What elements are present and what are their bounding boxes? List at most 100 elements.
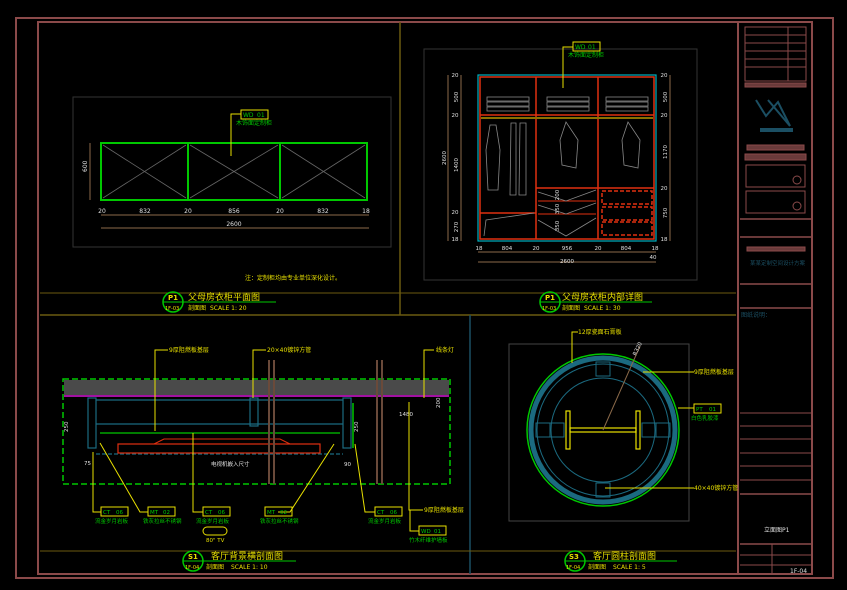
- column-section-view: R320 12厚瓷面石膏板 9厚阻燃板基层 40×40镀锌方管 PT 01 白色…: [508, 328, 738, 522]
- drawing-line: [230, 113, 241, 156]
- drawing-line: [281, 144, 366, 199]
- drawing-label: 剖面图: [188, 304, 206, 312]
- tag-ct06-c: CT 06 流金岁月岩板: [368, 506, 403, 525]
- drawing-line: [153, 438, 291, 445]
- drawing-label: 铁灰拉丝不锈钢: [260, 517, 299, 525]
- drawing-line: [546, 96, 590, 102]
- drawing-line: [508, 343, 690, 522]
- drawing-line: [760, 128, 793, 132]
- drawing-line: [595, 361, 611, 377]
- drawing-line: [278, 443, 335, 513]
- drawing-label: 20: [533, 246, 540, 252]
- drawing-line: [745, 164, 806, 188]
- drawing-line: [744, 153, 807, 161]
- drawing-label: 01: [257, 112, 265, 119]
- drawing-label: S3: [569, 553, 579, 561]
- drawing-label: 804: [502, 246, 513, 252]
- drawing-label: WD: [421, 529, 431, 535]
- drawing-line: [192, 433, 203, 513]
- drawing-label: 06: [116, 510, 123, 516]
- drawing-label: 客厅背景横剖面图: [211, 550, 283, 562]
- drawing-line: [64, 380, 449, 397]
- notes-title: 图纸说明：: [741, 311, 771, 319]
- drawing-label: 1F-03: [542, 306, 556, 312]
- drawing-line: [565, 410, 641, 450]
- drawing-label: 流金岁月岩板: [95, 517, 129, 525]
- drawing-label: 20: [452, 73, 459, 79]
- drawing-line: [526, 353, 680, 507]
- drawing-line: [87, 397, 352, 455]
- drawing-label: CT: [377, 510, 385, 516]
- drawing-label: 20: [452, 113, 459, 119]
- drawing-line: [605, 96, 649, 102]
- drawing-line: [767, 99, 791, 127]
- drawing-line: [479, 76, 655, 240]
- drawing-line: [62, 378, 451, 485]
- drawing-line: [746, 144, 805, 151]
- material-tag: [693, 403, 722, 414]
- tag-ct06-a: CT 06 流金岁月岩板: [95, 506, 129, 525]
- drawing-line: [746, 246, 806, 252]
- drawing-label: CT: [205, 510, 213, 516]
- drawing-line: [792, 201, 802, 211]
- drawing-line: [744, 26, 807, 82]
- drawing-label: 木饰面定制柜: [236, 119, 272, 127]
- inner-border: [37, 21, 813, 575]
- drawing-label: R320: [632, 341, 644, 357]
- drawing-label: 500: [454, 91, 460, 102]
- drawing-label: 270: [454, 221, 460, 232]
- drawing-line: [252, 349, 266, 398]
- drawing-label: 40×40镀锌方管: [694, 484, 738, 492]
- drawing-label: 90: [344, 462, 351, 468]
- drawing-line: [537, 189, 597, 202]
- drawing-label: P1: [168, 294, 178, 302]
- drawing-line: [546, 101, 590, 107]
- drawing-label: 1F-03: [165, 306, 179, 312]
- drawing-label: 06: [390, 510, 397, 516]
- drawing-label: 客厅圆柱剖面图: [593, 550, 656, 562]
- drawing-line: [605, 106, 649, 112]
- drawing-line: [423, 48, 698, 281]
- drawing-line: [102, 144, 187, 199]
- drawing-label: 父母房衣柜内部详图: [562, 291, 643, 303]
- drawing-line: [202, 506, 231, 517]
- drawing-label: 832: [139, 208, 151, 215]
- drawing-line: [154, 349, 168, 431]
- drawing-label: CT: [103, 510, 111, 516]
- drawing-line: [536, 363, 670, 497]
- drawing-label: 1F-04: [566, 565, 580, 571]
- material-tag: [240, 109, 269, 120]
- drawing-line: [486, 106, 530, 112]
- drawing-line: [601, 221, 653, 236]
- drawing-label: P1: [545, 294, 555, 302]
- drawing-name: 立面图P1: [764, 526, 790, 534]
- outer-border: [15, 17, 834, 579]
- drawing-line: [409, 510, 419, 532]
- drawing-line: [102, 144, 366, 199]
- drawing-label: 父母房衣柜平面图: [188, 291, 260, 303]
- drawing-label: 1480: [399, 412, 413, 418]
- drawing-line: [546, 106, 590, 112]
- drawing-label: MT: [267, 510, 276, 516]
- sheet-number: 1F-04: [790, 568, 807, 575]
- drawing-line: [342, 397, 352, 449]
- drawing-label: 剖面图: [588, 563, 606, 571]
- drawing-line: [755, 99, 791, 127]
- drawing-label: 流金岁月岩板: [368, 517, 402, 525]
- drawing-label: MT: [150, 510, 159, 516]
- drawing-line: [601, 190, 653, 205]
- drawing-label: 20: [661, 186, 668, 192]
- drawing-line: [535, 361, 671, 498]
- drawing-title-4: S3 1F-04 客厅圆柱剖面图 剖面图 SCALE 1: 5: [564, 550, 677, 572]
- drawing-label: 350: [555, 203, 561, 214]
- drawing-label: SCALE 1: 20: [210, 305, 247, 312]
- drawing-line: [447, 75, 671, 263]
- drawing-line: [537, 202, 597, 215]
- tv-tag: [202, 526, 228, 536]
- drawing-title-1: P1 1F-03 父母房衣柜平面图 剖面图 SCALE 1: 20: [162, 291, 276, 313]
- drawing-line: [559, 121, 579, 169]
- drawing-label: 20: [595, 246, 602, 252]
